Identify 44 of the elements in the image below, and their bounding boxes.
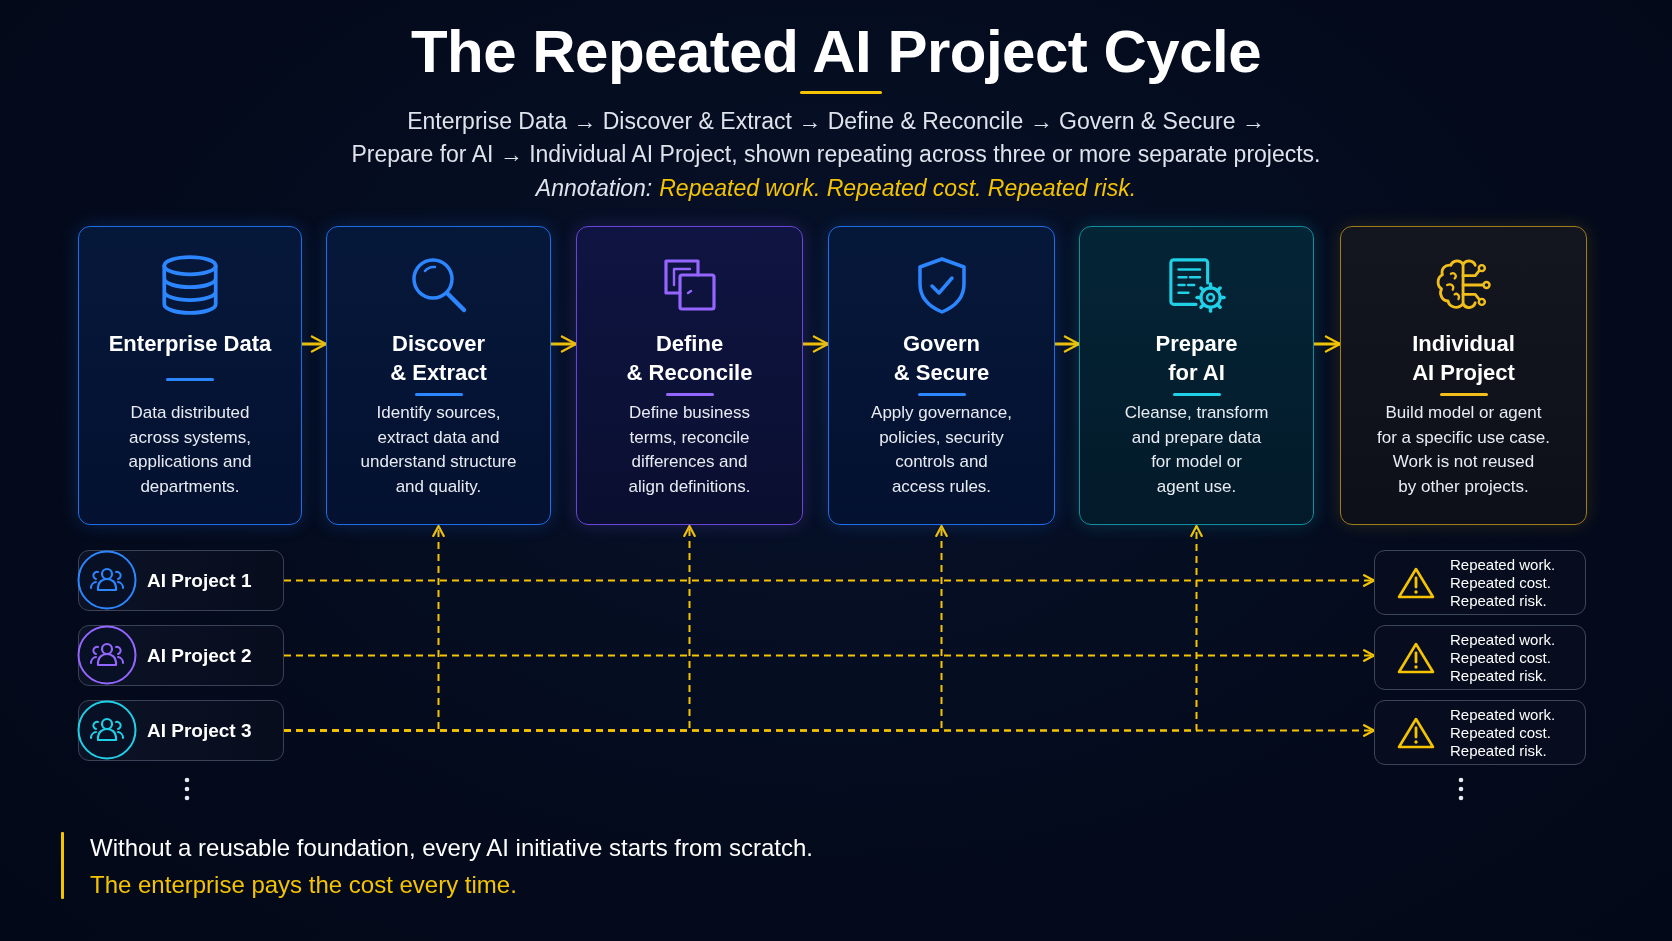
footer-highlight: The enterprise pays the cost every time. [90, 870, 517, 900]
flow-arrow [549, 335, 578, 353]
card-description: Apply governance, policies, security controls and access rules. [870, 402, 1013, 498]
dashed-arrow [283, 574, 1376, 587]
dashed-arrow [283, 649, 1376, 662]
card-description: Cleanse, transform and prepare data for model or agent use. [1123, 402, 1270, 498]
card-description: Data distributed across systems, applications and departments. [127, 402, 253, 498]
dashed-arrow [283, 524, 1203, 732]
card-title: Individual AI Project [1412, 330, 1515, 387]
card-title: Discover & Extract [390, 330, 487, 387]
process-card [326, 226, 551, 525]
process-card [1079, 226, 1314, 525]
subtitle: Enterprise Data → Discover & Extract → Define & Reconcile → Govern & Secure → Prepare for AI → Individual AI Project, shown repeating across three or more separate projects. [350, 107, 1322, 169]
card-title: Define & Reconcile [626, 330, 753, 387]
flow-arrow [801, 335, 830, 353]
project-label: AI Project 1 [147, 568, 252, 593]
card-description: Build model or agent for a specific use case. Work is not reused by other projects. [1376, 402, 1551, 498]
card-description: Define business terms, reconcile differences and align definitions. [627, 402, 752, 498]
title: The Repeated AI Project Cycle [409, 17, 1263, 87]
warning-text: Repeated work. Repeated cost. Repeated risk. [1450, 630, 1556, 685]
warning-card [1374, 625, 1586, 690]
process-card [78, 226, 302, 525]
card-description: Identify sources, extract data and understand structure and quality. [359, 402, 518, 498]
process-card [1340, 226, 1587, 525]
card-title: Prepare for AI [1155, 330, 1238, 387]
project-pill [78, 625, 284, 686]
warning-card [1374, 550, 1586, 615]
card-title: Enterprise Data [108, 330, 272, 358]
card-title: Govern & Secure [893, 330, 990, 387]
annotation-label: Annotation: [535, 174, 653, 203]
process-card [828, 226, 1055, 525]
warning-text: Repeated work. Repeated cost. Repeated risk. [1450, 555, 1556, 610]
warning-text: Repeated work. Repeated cost. Repeated risk. [1450, 705, 1556, 760]
project-pill [78, 700, 284, 761]
warning-card [1374, 700, 1586, 765]
process-card [576, 226, 803, 525]
project-label: AI Project 3 [147, 718, 252, 743]
project-label: AI Project 2 [147, 643, 252, 668]
flow-arrow [1312, 335, 1342, 353]
footer-text: Without a reusable foundation, every AI initiative starts from scratch. [90, 833, 813, 863]
project-pill [78, 550, 284, 611]
flow-arrow [300, 335, 328, 353]
annotation-text: Repeated work. Repeated cost. Repeated risk. [659, 174, 1137, 203]
flow-arrow [1053, 335, 1081, 353]
